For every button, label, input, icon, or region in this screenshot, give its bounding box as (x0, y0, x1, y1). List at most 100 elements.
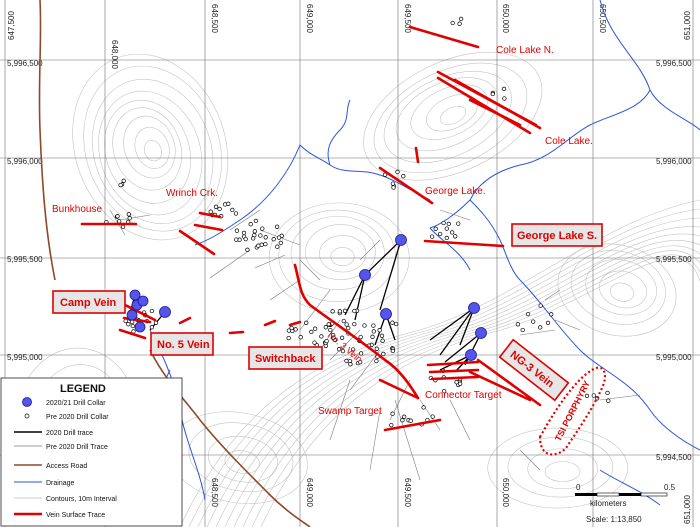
pre-2020-collar (339, 335, 345, 340)
contour-line (112, 107, 182, 191)
pre-2020-collar (149, 325, 155, 330)
pre-2020-collar (241, 230, 247, 236)
label-bunkhouse: Bunkhouse (52, 204, 102, 215)
label-george-lake: George Lake. (425, 186, 486, 197)
pre-2020-collar (382, 172, 388, 177)
pre-2020-collar (401, 174, 406, 179)
pre-2020-collar (538, 303, 543, 308)
pre-2020-collar (429, 234, 435, 239)
pre-2020-collar (605, 390, 610, 396)
box-label-george-lake-s: George Lake S. (517, 230, 597, 242)
legend-title: LEGEND (60, 383, 106, 395)
pre-2020-collar (298, 335, 303, 340)
contour-line (207, 435, 278, 483)
box-label-switchback: Switchback (255, 353, 316, 365)
pre-2020-collar (234, 237, 239, 242)
easting-label: 650,000 (501, 478, 510, 507)
northing-label: 5,996,500 (656, 59, 692, 68)
legend-item: Access Road (46, 463, 87, 470)
pre-2020-collar (126, 322, 131, 327)
pre-2020-collar (245, 247, 250, 252)
pre-2020-collar (304, 320, 309, 325)
pre-2020-collar (278, 240, 283, 246)
pre-2020-collar (260, 226, 265, 231)
pre-2020-collar (441, 388, 447, 394)
pre-2020-collar (346, 325, 351, 331)
label-no3-vein: No. 3 Vein (326, 330, 364, 364)
northing-label: 5,995,500 (7, 255, 43, 264)
easting-label: 649,000 (305, 4, 314, 33)
drill-collar (137, 295, 149, 307)
legend-item: 2020/21 Drill Collar (46, 400, 106, 407)
contour-line (188, 208, 700, 527)
easting-labels-top: 647,500 648,000 648,500 649,000 649,500 … (7, 4, 692, 69)
legend-item: 2020 Drill trace (46, 430, 93, 437)
contour-line (179, 199, 700, 527)
contour-line (363, 51, 543, 181)
pre-2020-collar (549, 312, 554, 317)
drill-collar (359, 269, 371, 281)
pre-2020-collar (358, 351, 364, 356)
pre-2020-collar (230, 207, 235, 213)
scale-unit: kilometers (590, 499, 626, 508)
pre-2020-collar (371, 329, 376, 334)
contour-line (544, 461, 581, 482)
pre-2020-collar (352, 308, 357, 314)
pre-2020-collar (208, 209, 213, 214)
scale-bar: 0 0.5 kilometers Scale: 1:13,850 (575, 483, 676, 524)
pre-2020-collar (263, 241, 268, 247)
label-box-george-lake-s: George Lake S. (511, 223, 603, 247)
pre-2020-collar (233, 211, 239, 216)
pre-2020-collar (441, 220, 446, 226)
easting-label: 648,000 (110, 40, 119, 69)
pre-2020-collar (520, 327, 525, 333)
legend-symbol-collar-2020 (22, 397, 32, 407)
easting-label: 647,500 (7, 11, 16, 40)
pre-2020-collar (591, 393, 596, 398)
pre-2020-collar (393, 321, 399, 327)
pre-2020-collar (271, 237, 276, 242)
easting-label: 651,000 (683, 495, 692, 524)
contour-line (319, 235, 367, 273)
pre-2020-collar (395, 169, 400, 175)
pre-2020-collar (115, 214, 120, 219)
legend-item: Pre 2020 Drill Collar (46, 414, 109, 421)
pre-2020-collar (118, 182, 123, 188)
legend-item: Contours, 10m Interval (46, 496, 117, 503)
pre-2020-collar (213, 204, 219, 209)
pre-2020-collar (490, 91, 495, 97)
box-label-no5-vein: No. 5 Vein (157, 339, 210, 351)
pre-2020-collar (584, 393, 590, 399)
northing-label: 5,996,500 (7, 59, 43, 68)
contour-line (188, 422, 294, 492)
label-cole-lake: Cole Lake. (545, 136, 593, 147)
contour-line (330, 247, 355, 267)
pre-2020-collar (253, 218, 259, 224)
scale-half: 0.5 (664, 483, 676, 492)
pre-2020-collar (120, 224, 126, 230)
pre-2020-collar (217, 206, 222, 212)
pre-2020-collar (454, 380, 459, 385)
pre-2020-collar (130, 323, 135, 329)
pre-2020-collar (121, 178, 126, 183)
pre-2020-collar (437, 231, 443, 237)
pre-2020-collar (312, 326, 318, 331)
pre-2020-collar (458, 16, 464, 22)
pre-2020-collar (371, 323, 376, 328)
pre-2020-collar (248, 222, 253, 227)
pre-2020-collar (337, 309, 343, 314)
pre-2020-collar (312, 340, 317, 345)
pre-2020-collar (374, 358, 379, 364)
pre-2020-collar (252, 229, 257, 234)
label-swamp-target: Swamp Target (318, 406, 382, 417)
pre-2020-collar (377, 328, 382, 333)
pre-2020-collar (324, 338, 329, 344)
pre-2020-collar (326, 322, 331, 327)
box-label-camp-vein: Camp Vein (60, 297, 117, 309)
drill-collar (126, 309, 138, 321)
drill-collar (395, 234, 407, 246)
contour-line (487, 427, 629, 509)
pre-2020-collar (450, 20, 455, 26)
contour-line (83, 65, 222, 232)
pre-2020-collar (126, 212, 131, 217)
